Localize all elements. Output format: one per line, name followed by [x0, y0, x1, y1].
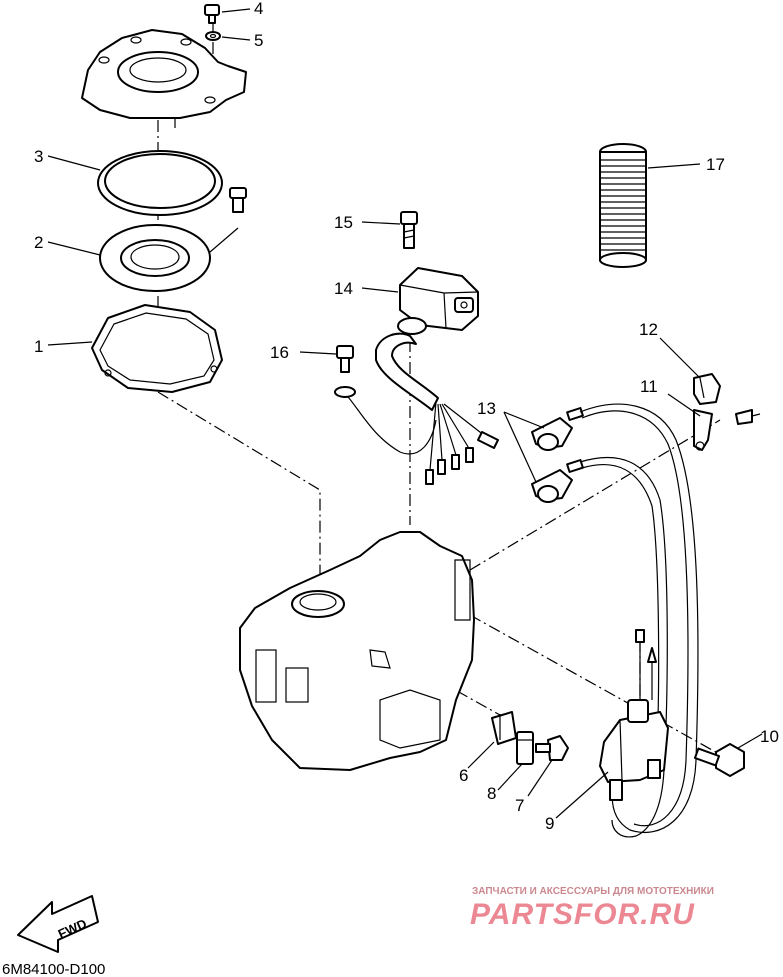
clamp-11 — [693, 409, 761, 451]
callout-8: 8 — [487, 784, 496, 803]
hose-17 — [599, 143, 647, 268]
ht-leads — [579, 403, 699, 838]
bolt-4 — [204, 4, 220, 24]
screw-16 — [334, 345, 356, 398]
diagram-code: 6M84100-D100 — [2, 961, 105, 977]
callout-1: 1 — [34, 337, 43, 356]
plate-2 — [99, 224, 211, 292]
callout-7: 7 — [515, 796, 524, 815]
callout-15: 15 — [334, 213, 353, 232]
fwd-arrow-icon: FWD — [17, 895, 99, 953]
callout-5: 5 — [254, 31, 263, 50]
callout-numbers: 1 2 3 4 5 6 7 8 9 10 11 12 13 14 15 16 1… — [34, 0, 779, 833]
power-head — [239, 531, 475, 771]
callout-4: 4 — [254, 0, 263, 18]
callout-2: 2 — [34, 233, 43, 252]
callout-9: 9 — [545, 814, 554, 833]
part-8 — [516, 731, 534, 765]
callout-11: 11 — [640, 377, 658, 396]
part-6 — [491, 711, 517, 745]
flywheel-cover — [81, 29, 247, 128]
screw-small — [209, 187, 247, 253]
watermark: ЗАПЧАСТИ И АКСЕССУАРЫ ДЛЯ МОТОТЕХНИКИ PA… — [470, 886, 714, 931]
gasket-1 — [91, 304, 223, 393]
callout-17: 17 — [706, 155, 725, 174]
watermark-brand: PARTSFOR.RU — [470, 898, 695, 931]
leader-lines — [47, 8, 763, 819]
callout-3: 3 — [34, 147, 43, 166]
bolt-15 — [400, 211, 418, 249]
washer-5 — [205, 31, 221, 41]
callout-12: 12 — [639, 320, 658, 339]
bolt-7 — [535, 735, 569, 761]
pulser-coil-14 — [397, 267, 479, 335]
callout-14: 14 — [334, 279, 353, 298]
callout-13: 13 — [477, 399, 496, 418]
ring-3 — [97, 150, 223, 216]
watermark-subtitle: ЗАПЧАСТИ И АКСЕССУАРЫ ДЛЯ МОТОТЕХНИКИ — [472, 886, 714, 897]
wire-harness — [343, 332, 499, 485]
clip-12 — [693, 373, 721, 405]
callout-16: 16 — [270, 343, 289, 362]
bolt-10 — [693, 743, 745, 777]
callout-10: 10 — [760, 727, 779, 746]
plug-cap-13 — [531, 407, 584, 503]
callout-6: 6 — [459, 766, 468, 785]
ignition-coil-9 — [599, 629, 669, 801]
